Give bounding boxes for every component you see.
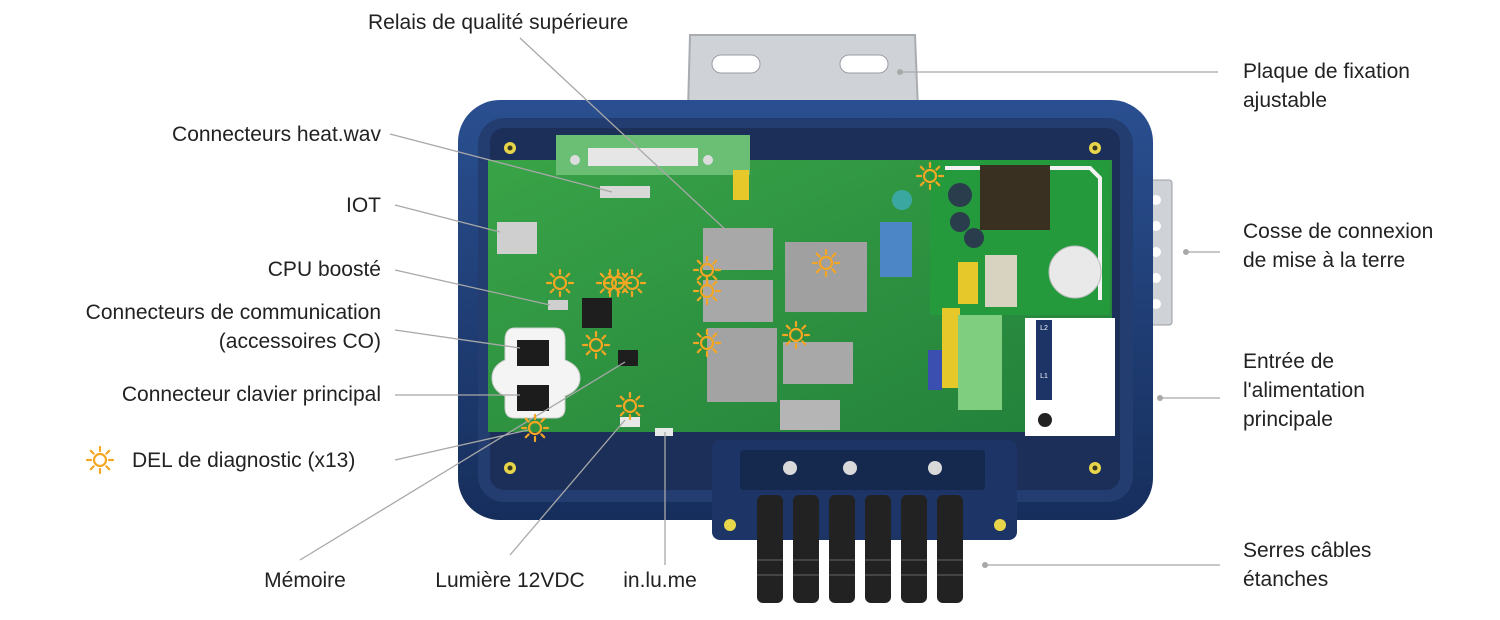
- label-comm: Connecteurs de communication (accessoire…: [85, 301, 381, 353]
- label-cosse: Cosse de connexion de mise à la terre: [1243, 220, 1434, 272]
- label-relais: Relais de qualité supérieure: [368, 11, 629, 34]
- leader-memoire: [299, 361, 626, 561]
- label-clavier: Connecteur clavier principal: [121, 383, 381, 406]
- chips: [497, 222, 673, 436]
- leader-lumiere: [509, 419, 626, 556]
- label-cpu: CPU boosté: [267, 258, 381, 281]
- leader-comm: [394, 329, 521, 349]
- label-entree: Entrée de l'alimentation principale: [1243, 350, 1365, 431]
- power-section: [733, 160, 1110, 315]
- label-serres: Serres câbles étanches: [1243, 539, 1372, 591]
- mounting-plate: [686, 34, 920, 111]
- leader-endpoints: [897, 69, 1189, 568]
- label-iot: IOT: [346, 194, 381, 217]
- label-plaque: Plaque de fixation ajustable: [1243, 60, 1410, 112]
- label-del: DEL de diagnostic (x13): [132, 449, 356, 472]
- led-legend-icon: [85, 445, 115, 475]
- label-memoire: Mémoire: [264, 569, 346, 592]
- label-connecteurs-heat: Connecteurs heat.wav: [172, 123, 381, 146]
- leader-cpu: [394, 269, 551, 306]
- leader-relais: [519, 37, 729, 233]
- label-inlume: in.lu.me: [623, 569, 697, 592]
- leader-heat: [389, 133, 613, 193]
- terminal-l1-text: L1: [1040, 373, 1048, 380]
- terminal-blocks: L2 L1: [928, 308, 1115, 436]
- cable-glands: [757, 495, 963, 603]
- terminal-l2-text: L2: [1040, 325, 1048, 332]
- leader-iot: [394, 204, 501, 233]
- leader-lines: [299, 37, 1220, 566]
- label-lumiere: Lumière 12VDC: [435, 569, 585, 592]
